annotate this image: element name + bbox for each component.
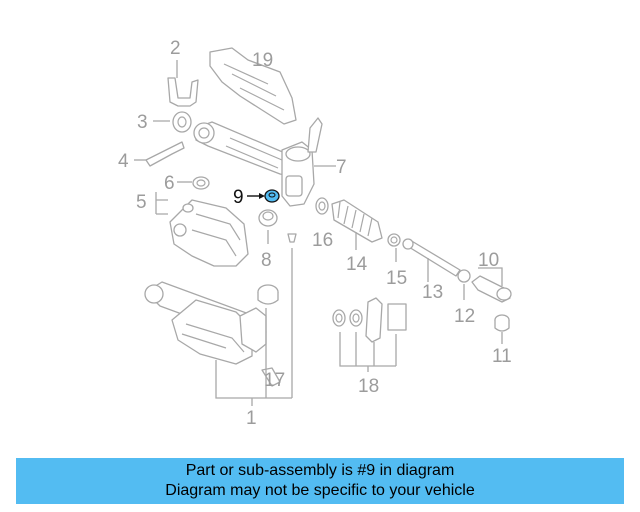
callout-6: 6 [164, 173, 175, 194]
part-10-tie-rod-end[interactable] [471, 275, 512, 303]
part-9-seal-highlighted[interactable] [264, 189, 280, 203]
callout-3: 3 [137, 112, 148, 133]
part-11-nut[interactable] [494, 314, 510, 332]
part-19-heat-shield[interactable] [209, 47, 297, 125]
leader-1 [215, 360, 292, 406]
parts-diagram: 19 2 3 4 7 6 5 [118, 38, 512, 429]
callout-9: 9 [233, 187, 244, 208]
callout-7: 7 [336, 157, 347, 178]
part-8-bearing[interactable] [258, 209, 278, 227]
part-14-boot[interactable] [331, 199, 383, 243]
callout-13: 13 [422, 282, 443, 303]
part-5-valve-housing[interactable] [169, 199, 249, 267]
callout-17: 17 [264, 370, 285, 391]
leader-9-arrow [259, 193, 265, 199]
leader-5 [155, 192, 168, 215]
callout-4: 4 [118, 151, 129, 172]
callout-14: 14 [346, 254, 368, 275]
callout-19: 19 [252, 50, 273, 71]
callout-10: 10 [478, 250, 499, 271]
callout-5: 5 [136, 192, 147, 213]
caption-banner: Part or sub-assembly is #9 in diagram Di… [16, 458, 624, 504]
steering-rack-upper[interactable] [193, 117, 323, 207]
caption-line-1: Part or sub-assembly is #9 in diagram [185, 462, 455, 479]
part-4-clip[interactable] [145, 141, 185, 167]
callout-2: 2 [170, 38, 181, 59]
part-16-clamp[interactable] [315, 197, 329, 215]
part-screw[interactable] [287, 233, 297, 243]
leader-10 [478, 267, 503, 286]
callout-18: 18 [358, 376, 379, 397]
callout-1: 1 [246, 408, 257, 429]
callout-15: 15 [386, 268, 407, 289]
callout-8: 8 [261, 250, 272, 271]
part-13-tie-rod[interactable] [402, 238, 461, 277]
part-3-bushing[interactable] [172, 111, 192, 133]
part-15-clamp[interactable] [387, 233, 401, 247]
callout-12: 12 [454, 306, 475, 327]
leader-18 [339, 332, 397, 372]
part-2-bracket[interactable] [167, 77, 199, 107]
steering-rack-lower[interactable] [144, 281, 281, 387]
leader-17 [265, 248, 293, 398]
caption-line-2: Diagram may not be specific to your vehi… [165, 482, 475, 499]
part-18-seal-kit[interactable] [332, 297, 407, 343]
part-12-nut[interactable] [457, 269, 471, 283]
callout-16: 16 [312, 230, 333, 251]
callout-11: 11 [492, 346, 512, 367]
part-6-o-ring[interactable] [192, 176, 210, 190]
part-17-mount[interactable] [257, 284, 279, 305]
